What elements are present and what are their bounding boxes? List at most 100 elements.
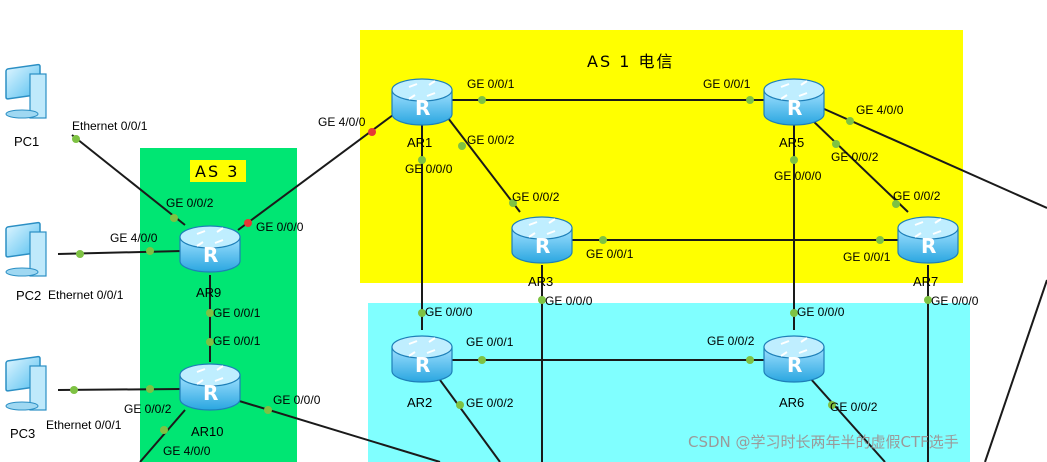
dot bbox=[832, 140, 840, 148]
router-icon-ar9[interactable]: R bbox=[179, 225, 241, 273]
dot bbox=[146, 385, 154, 393]
link-ar2-down bbox=[439, 379, 501, 462]
dot bbox=[924, 296, 932, 304]
svg-text:R: R bbox=[415, 96, 430, 120]
dot-down bbox=[368, 128, 376, 136]
iface-label: Ethernet 0/0/1 bbox=[46, 418, 122, 432]
dot bbox=[456, 401, 464, 409]
iface-label: Ethernet 0/0/1 bbox=[48, 288, 124, 302]
iface-label: GE 0/0/0 bbox=[774, 169, 822, 183]
dot-down bbox=[244, 219, 252, 227]
dot bbox=[418, 156, 426, 164]
link-ar9-ar1 bbox=[237, 114, 394, 231]
dot bbox=[76, 250, 84, 258]
pc-icon[interactable] bbox=[5, 355, 47, 411]
svg-text:R: R bbox=[921, 234, 936, 258]
dot bbox=[876, 236, 884, 244]
dot bbox=[418, 309, 426, 317]
iface-label: Ethernet 0/0/1 bbox=[72, 119, 148, 133]
link-pc1-ar9 bbox=[71, 134, 186, 226]
iface-label: GE 0/0/0 bbox=[405, 162, 453, 176]
link-ar6-down bbox=[809, 377, 886, 462]
iface-label: GE 4/0/0 bbox=[163, 444, 211, 458]
iface-label: GE 0/0/1 bbox=[467, 77, 515, 91]
dot bbox=[72, 135, 80, 143]
zone-as2 bbox=[368, 303, 970, 462]
iface-label: GE 4/0/0 bbox=[856, 103, 904, 117]
dot bbox=[746, 356, 754, 364]
iface-label: GE 0/0/2 bbox=[467, 133, 515, 147]
iface-label: GE 0/0/2 bbox=[893, 189, 941, 203]
iface-label: GE 0/0/1 bbox=[213, 334, 261, 348]
dot bbox=[828, 401, 836, 409]
iface-label: GE 0/0/1 bbox=[586, 247, 634, 261]
router-icon-ar2[interactable]: R bbox=[391, 335, 453, 383]
dot bbox=[478, 356, 486, 364]
dot bbox=[790, 309, 798, 317]
router-icon-ar10[interactable]: R bbox=[179, 363, 241, 411]
interface-labels: Ethernet 0/0/1 GE 4/0/0 GE 0/0/1 GE 0/0/… bbox=[46, 77, 979, 458]
dot bbox=[206, 338, 214, 346]
as1-title: AS 1 电信 bbox=[587, 52, 674, 71]
svg-text:R: R bbox=[203, 243, 218, 267]
dot bbox=[170, 214, 178, 222]
router-icon-ar7[interactable]: R bbox=[897, 216, 959, 264]
dot bbox=[509, 199, 517, 207]
router-icon-ar6[interactable]: R bbox=[763, 335, 825, 383]
link-ar5-right bbox=[821, 107, 1047, 209]
link-ar10-down bbox=[139, 409, 186, 462]
dot bbox=[160, 426, 168, 434]
ar10-label: AR10 bbox=[191, 424, 224, 439]
svg-text:R: R bbox=[787, 353, 802, 377]
iface-label: GE 4/0/0 bbox=[318, 115, 366, 129]
iface-label: GE 0/0/1 bbox=[703, 77, 751, 91]
iface-label: GE 0/0/2 bbox=[831, 150, 879, 164]
pc-icon[interactable] bbox=[5, 221, 47, 277]
iface-label: GE 0/0/2 bbox=[166, 196, 214, 210]
iface-label: GE 0/0/2 bbox=[830, 400, 878, 414]
pc3-label: PC3 bbox=[10, 426, 35, 441]
dot bbox=[846, 117, 854, 125]
pc1-label: PC1 bbox=[14, 134, 39, 149]
link-ar1-ar3 bbox=[447, 117, 521, 213]
dot bbox=[70, 386, 78, 394]
dot bbox=[746, 96, 754, 104]
iface-label: GE 0/0/2 bbox=[124, 402, 172, 416]
dot bbox=[538, 296, 546, 304]
link-ar5-ar7 bbox=[809, 117, 909, 213]
dot bbox=[206, 309, 214, 317]
iface-label: GE 4/0/0 bbox=[110, 231, 158, 245]
ar1-label: AR1 bbox=[407, 135, 432, 150]
watermark: CSDN @学习时长两年半的虚假CTF选手 bbox=[688, 433, 959, 451]
pc2-label: PC2 bbox=[16, 288, 41, 303]
link-right-diag bbox=[984, 279, 1047, 462]
as3-title-box bbox=[190, 160, 246, 182]
svg-text:R: R bbox=[535, 234, 550, 258]
iface-label: GE 0/0/1 bbox=[843, 250, 891, 264]
iface-label: GE 0/0/2 bbox=[512, 190, 560, 204]
iface-label: GE 0/0/1 bbox=[466, 335, 514, 349]
link-pc3-ar10 bbox=[57, 388, 183, 391]
iface-label: GE 0/0/0 bbox=[931, 294, 979, 308]
dot bbox=[458, 142, 466, 150]
interface-dots bbox=[70, 96, 932, 434]
svg-text:R: R bbox=[415, 353, 430, 377]
ar2-label: AR2 bbox=[407, 395, 432, 410]
router-icon-ar3[interactable]: R bbox=[511, 216, 573, 264]
dot bbox=[478, 96, 486, 104]
ar9-label: AR9 bbox=[196, 285, 221, 300]
router-icon-ar5[interactable]: R bbox=[763, 78, 825, 126]
as3-title: AS 3 bbox=[195, 162, 239, 181]
iface-label: GE 0/0/0 bbox=[545, 294, 593, 308]
ar7-label: AR7 bbox=[913, 274, 938, 289]
dot bbox=[146, 247, 154, 255]
svg-text:R: R bbox=[203, 381, 218, 405]
router-icon-ar1[interactable]: R bbox=[391, 78, 453, 126]
pc-icon[interactable] bbox=[5, 63, 47, 119]
iface-label: GE 0/0/0 bbox=[425, 305, 473, 319]
iface-label: GE 0/0/0 bbox=[256, 220, 304, 234]
ar6-label: AR6 bbox=[779, 395, 804, 410]
ar3-label: AR3 bbox=[528, 274, 553, 289]
svg-text:R: R bbox=[787, 96, 802, 120]
